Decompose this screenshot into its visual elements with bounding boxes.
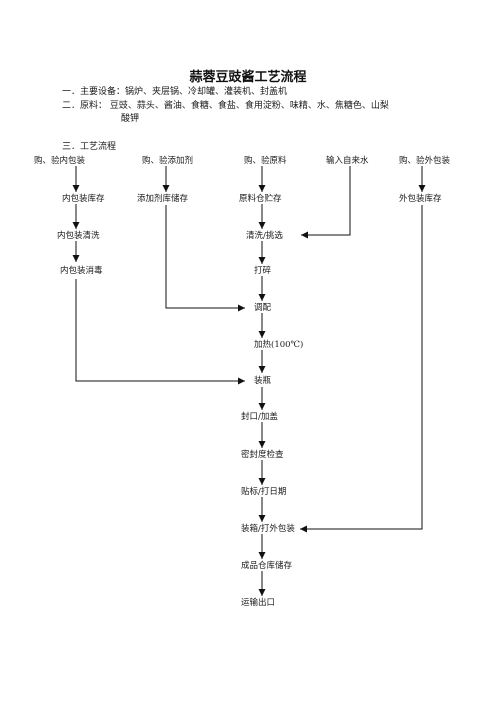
node-buy-inner-package: 购、验内包装 xyxy=(34,156,86,166)
node-product-storage: 成品仓库储存 xyxy=(241,561,293,571)
section-number: 二． xyxy=(62,101,81,111)
materials-text-cont: 酸钾 xyxy=(121,114,140,124)
node-transport-export: 运输出口 xyxy=(241,598,276,608)
arrow-outer-package xyxy=(300,205,423,533)
section-number: 一． xyxy=(62,87,81,97)
equipment-text: 锅炉、夹层锅、冷却罐、灌装机、封盖机 xyxy=(125,87,288,97)
materials-label: 原料： xyxy=(80,101,108,111)
node-buy-outer-package: 购、验外包装 xyxy=(399,156,451,166)
node-label-date: 贴标/打日期 xyxy=(241,487,287,497)
section-number: 三． xyxy=(62,142,81,152)
node-wash-select: 清洗/挑选 xyxy=(246,231,283,241)
node-tap-water: 输入自来水 xyxy=(326,156,369,166)
process-line: 三．工艺流程 xyxy=(62,141,116,153)
materials-line: 二．原料： 豆豉、蒜头、酱油、食糖、食盐、食用淀粉、味精、水、焦糖色、山梨 xyxy=(62,100,389,112)
node-additive-storage: 添加剂库储存 xyxy=(137,194,189,204)
node-blend: 调配 xyxy=(254,303,272,313)
node-inner-package-stock: 内包装库存 xyxy=(62,194,105,204)
arrow-inner-package xyxy=(75,279,245,385)
node-outer-package-stock: 外包装库存 xyxy=(399,194,442,204)
node-inner-package-disinfect: 内包装消毒 xyxy=(60,266,103,276)
arrow-additive xyxy=(165,205,245,312)
page-title: 蒜蓉豆豉酱工艺流程 xyxy=(189,70,307,85)
equipment-line: 一．主要设备：锅炉、夹层锅、冷却罐、灌装机、封盖机 xyxy=(62,86,287,98)
node-crush: 打碎 xyxy=(254,266,272,276)
node-buy-additive: 购、验添加剂 xyxy=(142,156,194,166)
node-bottling: 装瓶 xyxy=(254,376,272,386)
process-label: 工艺流程 xyxy=(80,142,117,152)
arrow-water xyxy=(301,166,351,239)
node-heat: 加热(100℃) xyxy=(254,340,304,350)
node-buy-material: 购、验原料 xyxy=(244,156,287,166)
node-boxing: 装箱/打外包装 xyxy=(241,524,295,534)
node-seal-cap: 封口/加盖 xyxy=(241,412,278,422)
equipment-label: 主要设备： xyxy=(80,87,126,97)
node-material-storage: 原料仓贮存 xyxy=(239,194,282,204)
node-seal-check: 密封度检查 xyxy=(241,450,284,460)
materials-text: 豆豉、蒜头、酱油、食糖、食盐、食用淀粉、味精、水、焦糖色、山梨 xyxy=(109,101,389,111)
node-inner-package-wash: 内包装清洗 xyxy=(57,231,100,241)
